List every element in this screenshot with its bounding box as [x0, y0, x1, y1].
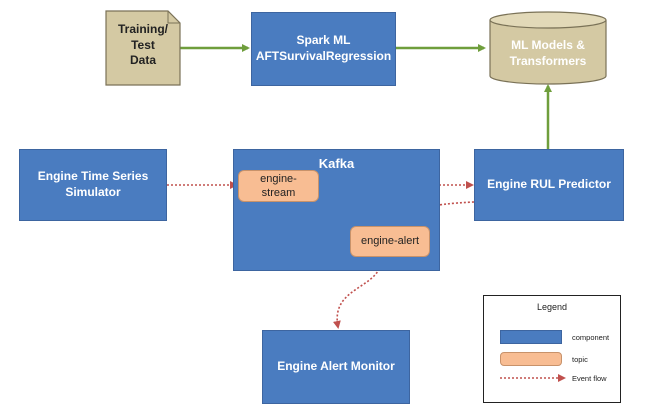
- engine-alert-label: engine-alert: [360, 235, 420, 248]
- legend-event-flow-label: Event flow: [572, 374, 607, 383]
- ml-models-cylinder: [489, 20, 607, 85]
- rul-predictor-component[interactable]: Engine RUL Predictor: [474, 149, 624, 221]
- legend-topic-label: topic: [572, 355, 588, 364]
- engine-stream-topic[interactable]: engine- stream: [238, 170, 319, 202]
- spark-ml-component[interactable]: Spark ML AFTSurvivalRegression: [251, 12, 396, 86]
- ml-models-cylinder-top: [489, 11, 607, 29]
- legend: Legend component topic Event flow: [483, 295, 621, 403]
- alert-monitor-label: Engine Alert Monitor: [277, 359, 395, 374]
- training-data-label: Training/ Test Data: [117, 22, 168, 68]
- spark-ml-label: Spark ML AFTSurvivalRegression: [255, 33, 392, 63]
- engine-stream-label: engine- stream: [260, 172, 297, 199]
- legend-topic-swatch: [500, 352, 562, 366]
- ml-models-label: ML Models & Transformers: [509, 38, 587, 68]
- alert-monitor-component[interactable]: Engine Alert Monitor: [262, 330, 410, 404]
- rul-predictor-label: Engine RUL Predictor: [487, 177, 611, 192]
- legend-title: Legend: [536, 302, 568, 312]
- simulator-component[interactable]: Engine Time Series Simulator: [19, 149, 167, 221]
- legend-component-swatch: [500, 330, 562, 344]
- document-fold: [167, 11, 180, 24]
- engine-alert-topic[interactable]: engine-alert: [350, 226, 430, 257]
- training-data-document: [105, 10, 181, 86]
- kafka-label: Kafka: [318, 156, 355, 171]
- legend-component-label: component: [572, 333, 610, 342]
- simulator-label: Engine Time Series Simulator: [37, 169, 149, 199]
- legend-event-flow-line: [500, 374, 566, 382]
